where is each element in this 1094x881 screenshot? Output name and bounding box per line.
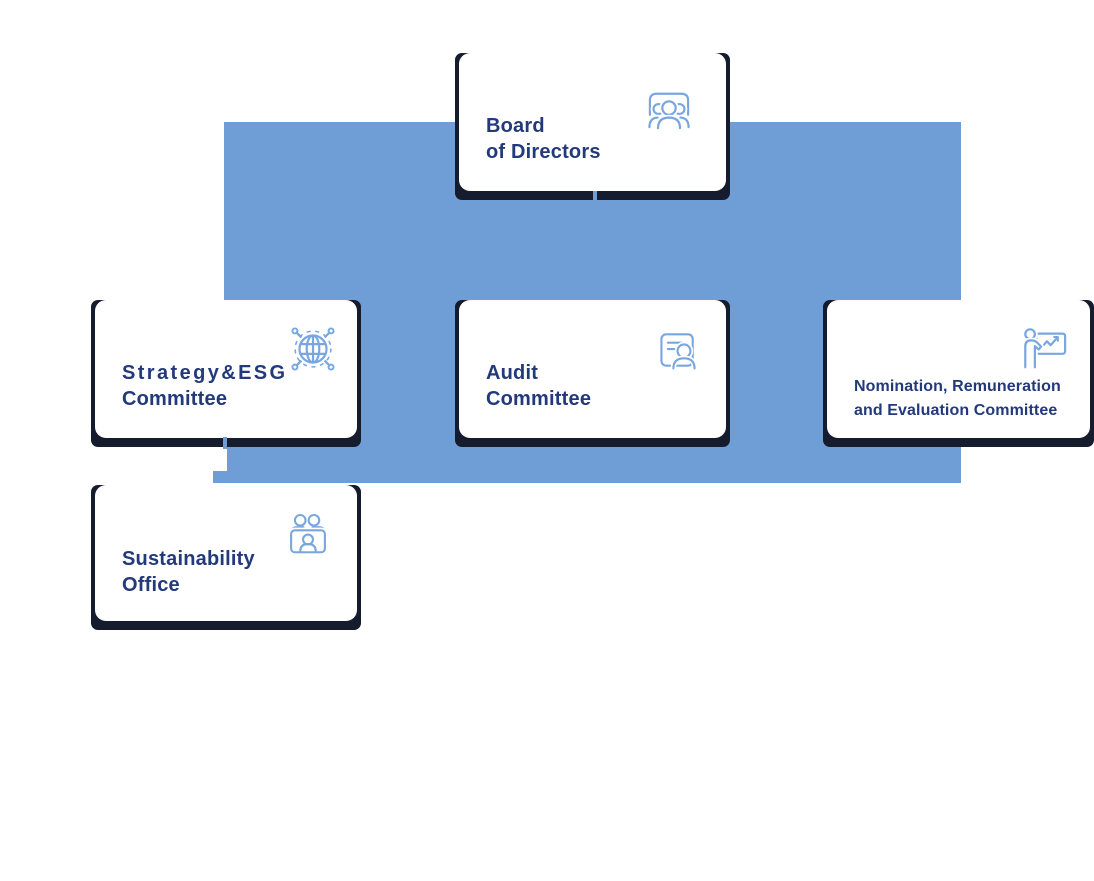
connector-notch-sustainability [223,437,227,449]
node-label: Audit Committee [486,360,712,412]
card-nomination-committee: Nomination, Remuneration and Evaluation … [827,300,1090,438]
node-label-line2: Office [122,574,180,596]
node-label: Sustainability Office [122,546,343,598]
document-person-icon [655,325,701,375]
org-node-strategy-esg-committee: Strategy&ESG Committee [91,300,361,447]
node-label: Nomination, Remuneration and Evaluation … [854,375,1076,423]
org-node-audit-committee: Audit Committee [455,300,730,447]
node-label-line2: Committee [486,388,592,410]
card-sustainability-office: Sustainability Office [95,485,357,621]
node-label-line1: Nomination, Remuneration [854,378,1061,395]
card-board-of-directors: Board of Directors [459,53,726,191]
presenter-chart-icon [1020,326,1068,372]
node-label-line1: Board [486,115,545,137]
org-node-board-of-directors: Board of Directors [455,53,730,200]
connector-notch-board [593,191,597,203]
node-label-line1: Strategy&ESG [122,362,288,384]
node-label: Strategy&ESG Committee [122,360,343,412]
org-node-nomination-remuneration-evaluation-committee: Nomination, Remuneration and Evaluation … [823,300,1094,447]
node-label-line2: and Evaluation Committee [854,402,1058,419]
node-label-line2: of Directors [486,141,601,163]
meeting-icon [287,511,329,557]
card-audit-committee: Audit Committee [459,300,726,438]
node-label-line2: Committee [122,388,228,410]
node-label: Board of Directors [486,113,712,165]
org-node-sustainability-office: Sustainability Office [91,485,361,630]
card-strategy-esg-committee: Strategy&ESG Committee [95,300,357,438]
audience-icon [644,88,694,131]
connector-band-foot [213,471,961,483]
node-label-line1: Audit [486,362,539,384]
node-label-line1: Sustainability [122,548,255,570]
globe-network-icon [285,320,341,378]
